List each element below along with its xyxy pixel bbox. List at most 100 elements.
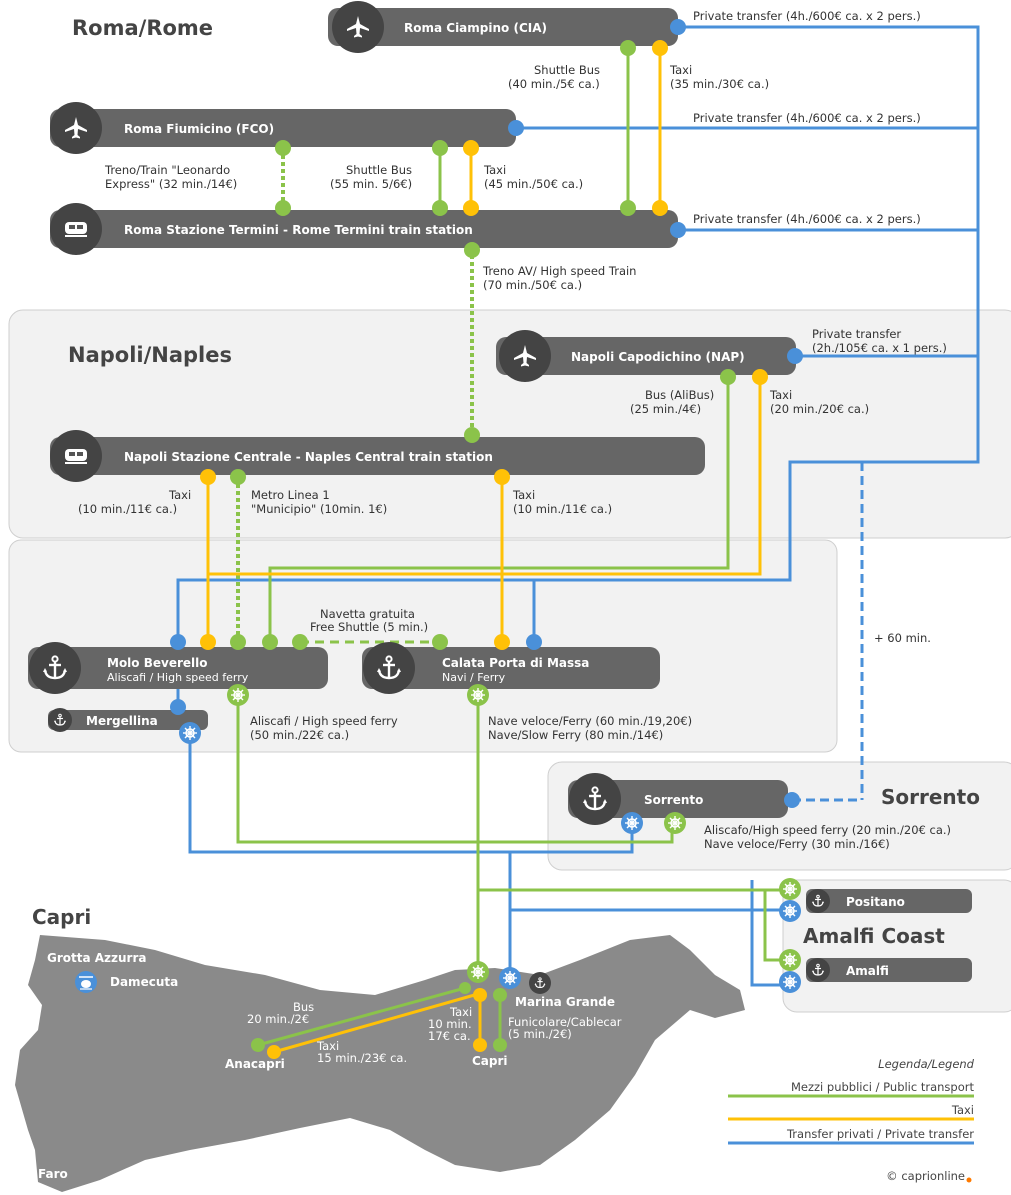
- cia-private-label: Private transfer (4h./600€ ca. x 2 pers.…: [693, 9, 921, 23]
- centrale-taxi-label: Taxi: [168, 488, 191, 502]
- node-beverello[interactable]: Molo Beverello Aliscafi / High speed fer…: [28, 642, 328, 694]
- ship-wheel-icon: [621, 812, 643, 834]
- anacapri-label: Anacapri: [225, 1057, 285, 1071]
- ship-wheel-icon: [779, 949, 801, 971]
- free-shuttle-label: Navetta gratuita: [320, 607, 415, 621]
- svg-text:Free Shuttle (5 min.): Free Shuttle (5 min.): [310, 620, 428, 634]
- fco-private-label: Private transfer (4h./600€ ca. x 2 pers.…: [693, 111, 921, 125]
- node-amalfi[interactable]: Amalfi: [806, 958, 972, 982]
- svg-text:Nave/Slow Ferry (80 min./14€): Nave/Slow Ferry (80 min./14€): [488, 728, 663, 742]
- svg-text:(45 min./50€ ca.): (45 min./50€ ca.): [484, 177, 583, 191]
- capri-labels: Grotta Azzurra Damecuta Marina Grande An…: [38, 951, 622, 1181]
- damecuta-label: Damecuta: [110, 975, 178, 989]
- fco-train-label: Treno/Train "Leonardo: [104, 163, 230, 177]
- svg-text:(10 min./11€ ca.): (10 min./11€ ca.): [513, 502, 612, 516]
- ship-wheel-icon: [779, 971, 801, 993]
- capri-taxi-anacapri-label: Taxi: [316, 1039, 339, 1053]
- massa-label: Calata Porta di Massa: [442, 656, 589, 670]
- svg-text:Express" (32 min./14€): Express" (32 min./14€): [105, 177, 237, 191]
- ciampino-label: Roma Ciampino (CIA): [404, 21, 547, 35]
- svg-text:(55 min. 5/6€): (55 min. 5/6€): [330, 177, 412, 191]
- svg-text:(10 min./11€ ca.): (10 min./11€ ca.): [78, 502, 177, 516]
- helicopter-icon: [75, 971, 97, 993]
- taxi-lines: [206, 48, 762, 1054]
- svg-text:(70 min./50€ ca.): (70 min./50€ ca.): [483, 278, 582, 292]
- high-speed-train-label: Treno AV/ High speed Train: [482, 264, 636, 278]
- positano-label: Positano: [846, 895, 905, 909]
- svg-text:Nave veloce/Ferry (30 min./16€: Nave veloce/Ferry (30 min./16€): [704, 837, 890, 851]
- legend-title: Legenda/Legend: [878, 1057, 975, 1071]
- node-massa[interactable]: Calata Porta di Massa Navi / Ferry: [362, 642, 660, 694]
- svg-text:20 min./2€: 20 min./2€: [247, 1012, 309, 1026]
- svg-text:(35 min./30€ ca.): (35 min./30€ ca.): [670, 77, 769, 91]
- svg-text:(2h./105€ ca. x 1 pers.): (2h./105€ ca. x 1 pers.): [812, 341, 947, 355]
- region-rome: Roma/Rome: [72, 16, 213, 40]
- nap-taxi-label: Taxi: [769, 388, 792, 402]
- svg-text:(25 min./4€): (25 min./4€): [630, 402, 701, 416]
- node-fiumicino[interactable]: Roma Fiumicino (FCO): [50, 102, 516, 154]
- svg-text:(20 min./20€ ca.): (20 min./20€ ca.): [770, 402, 869, 416]
- cia-taxi-label: Taxi: [669, 63, 692, 77]
- node-ciampino[interactable]: Roma Ciampino (CIA): [328, 1, 678, 53]
- funicular-label: Funicolare/Cablecar: [508, 1015, 622, 1029]
- marina-grande-label: Marina Grande: [515, 995, 615, 1009]
- node-termini[interactable]: Roma Stazione Termini - Rome Termini tra…: [50, 203, 678, 255]
- centrale-label: Napoli Stazione Centrale - Naples Centra…: [124, 450, 493, 464]
- private-transfer-lines: [176, 25, 980, 987]
- svg-text:(40 min./5€ ca.): (40 min./5€ ca.): [508, 77, 600, 91]
- faro-label: Faro: [38, 1167, 68, 1181]
- termini-private-label: Private transfer (4h./600€ ca. x 2 pers.…: [693, 212, 921, 226]
- capri-bus-label: Bus: [293, 1000, 314, 1014]
- ship-wheel-icon: [664, 812, 686, 834]
- beverello-sublabel: Aliscafi / High speed ferry: [107, 671, 249, 684]
- grotta-azzurra-label: Grotta Azzurra: [47, 951, 147, 965]
- region-amalfi: Amalfi Coast: [803, 924, 945, 948]
- legend-private: Transfer privati / Private transfer: [786, 1127, 974, 1141]
- massa-sublabel: Navi / Ferry: [442, 671, 506, 684]
- logo-dot: [966, 1177, 972, 1183]
- ship-wheel-icon: [467, 684, 489, 706]
- ship-wheel-icon: [179, 722, 201, 744]
- termini-label: Roma Stazione Termini - Rome Termini tra…: [124, 223, 473, 237]
- ship-wheel-icon: [779, 878, 801, 900]
- capri-island-shape: [15, 935, 745, 1192]
- centrale-taxi2-label: Taxi: [512, 488, 535, 502]
- nap-bus-label: Bus (AliBus): [645, 388, 714, 402]
- capri-taxi-town-label: Taxi: [449, 1005, 472, 1019]
- route-labels: Private transfer (4h./600€ ca. x 2 pers.…: [78, 9, 951, 851]
- region-sorrento: Sorrento: [881, 785, 980, 809]
- fco-taxi-label: Taxi: [483, 163, 506, 177]
- beverello-ferry-label: Aliscafi / High speed ferry: [250, 714, 398, 728]
- ship-wheel-icon: [227, 684, 249, 706]
- svg-text:"Municipio" (10min. 1€): "Municipio" (10min. 1€): [251, 502, 387, 516]
- naples-port-panel: [8, 539, 838, 753]
- nap-private-label: Private transfer: [812, 327, 901, 341]
- connection-dots: [170, 19, 803, 1059]
- ship-wheel-icon: [467, 961, 489, 983]
- node-capodichino[interactable]: Napoli Capodichino (NAP): [496, 330, 796, 382]
- svg-text:(50 min./22€ ca.): (50 min./22€ ca.): [250, 728, 349, 742]
- node-centrale[interactable]: Napoli Stazione Centrale - Naples Centra…: [50, 430, 705, 482]
- node-sorrento[interactable]: Sorrento: [568, 773, 788, 825]
- svg-text:(5 min./2€): (5 min./2€): [508, 1027, 572, 1041]
- ferry-badges: [179, 684, 801, 994]
- cia-shuttle-label: Shuttle Bus: [534, 63, 600, 77]
- capri-town-label: Capri: [472, 1054, 508, 1068]
- node-mergellina[interactable]: Mergellina: [48, 708, 208, 732]
- region-naples: Napoli/Naples: [68, 343, 232, 367]
- svg-text:10 min.: 10 min.: [428, 1017, 472, 1031]
- svg-text:17€ ca.: 17€ ca.: [428, 1029, 471, 1043]
- legend-public: Mezzi pubblici / Public transport: [791, 1080, 975, 1094]
- mergellina-label: Mergellina: [86, 714, 158, 728]
- fiumicino-label: Roma Fiumicino (FCO): [124, 122, 274, 136]
- copyright: © caprionline: [886, 1169, 965, 1183]
- svg-text:15 min./23€ ca.: 15 min./23€ ca.: [317, 1051, 407, 1065]
- amalfi-label: Amalfi: [846, 964, 889, 978]
- fco-shuttle-label: Shuttle Bus: [346, 163, 412, 177]
- node-positano[interactable]: Positano: [806, 889, 972, 913]
- public-transport-lines: [236, 48, 788, 1047]
- capodichino-label: Napoli Capodichino (NAP): [571, 350, 745, 364]
- anchor-icon: [529, 972, 551, 994]
- metro-label: Metro Linea 1: [251, 488, 330, 502]
